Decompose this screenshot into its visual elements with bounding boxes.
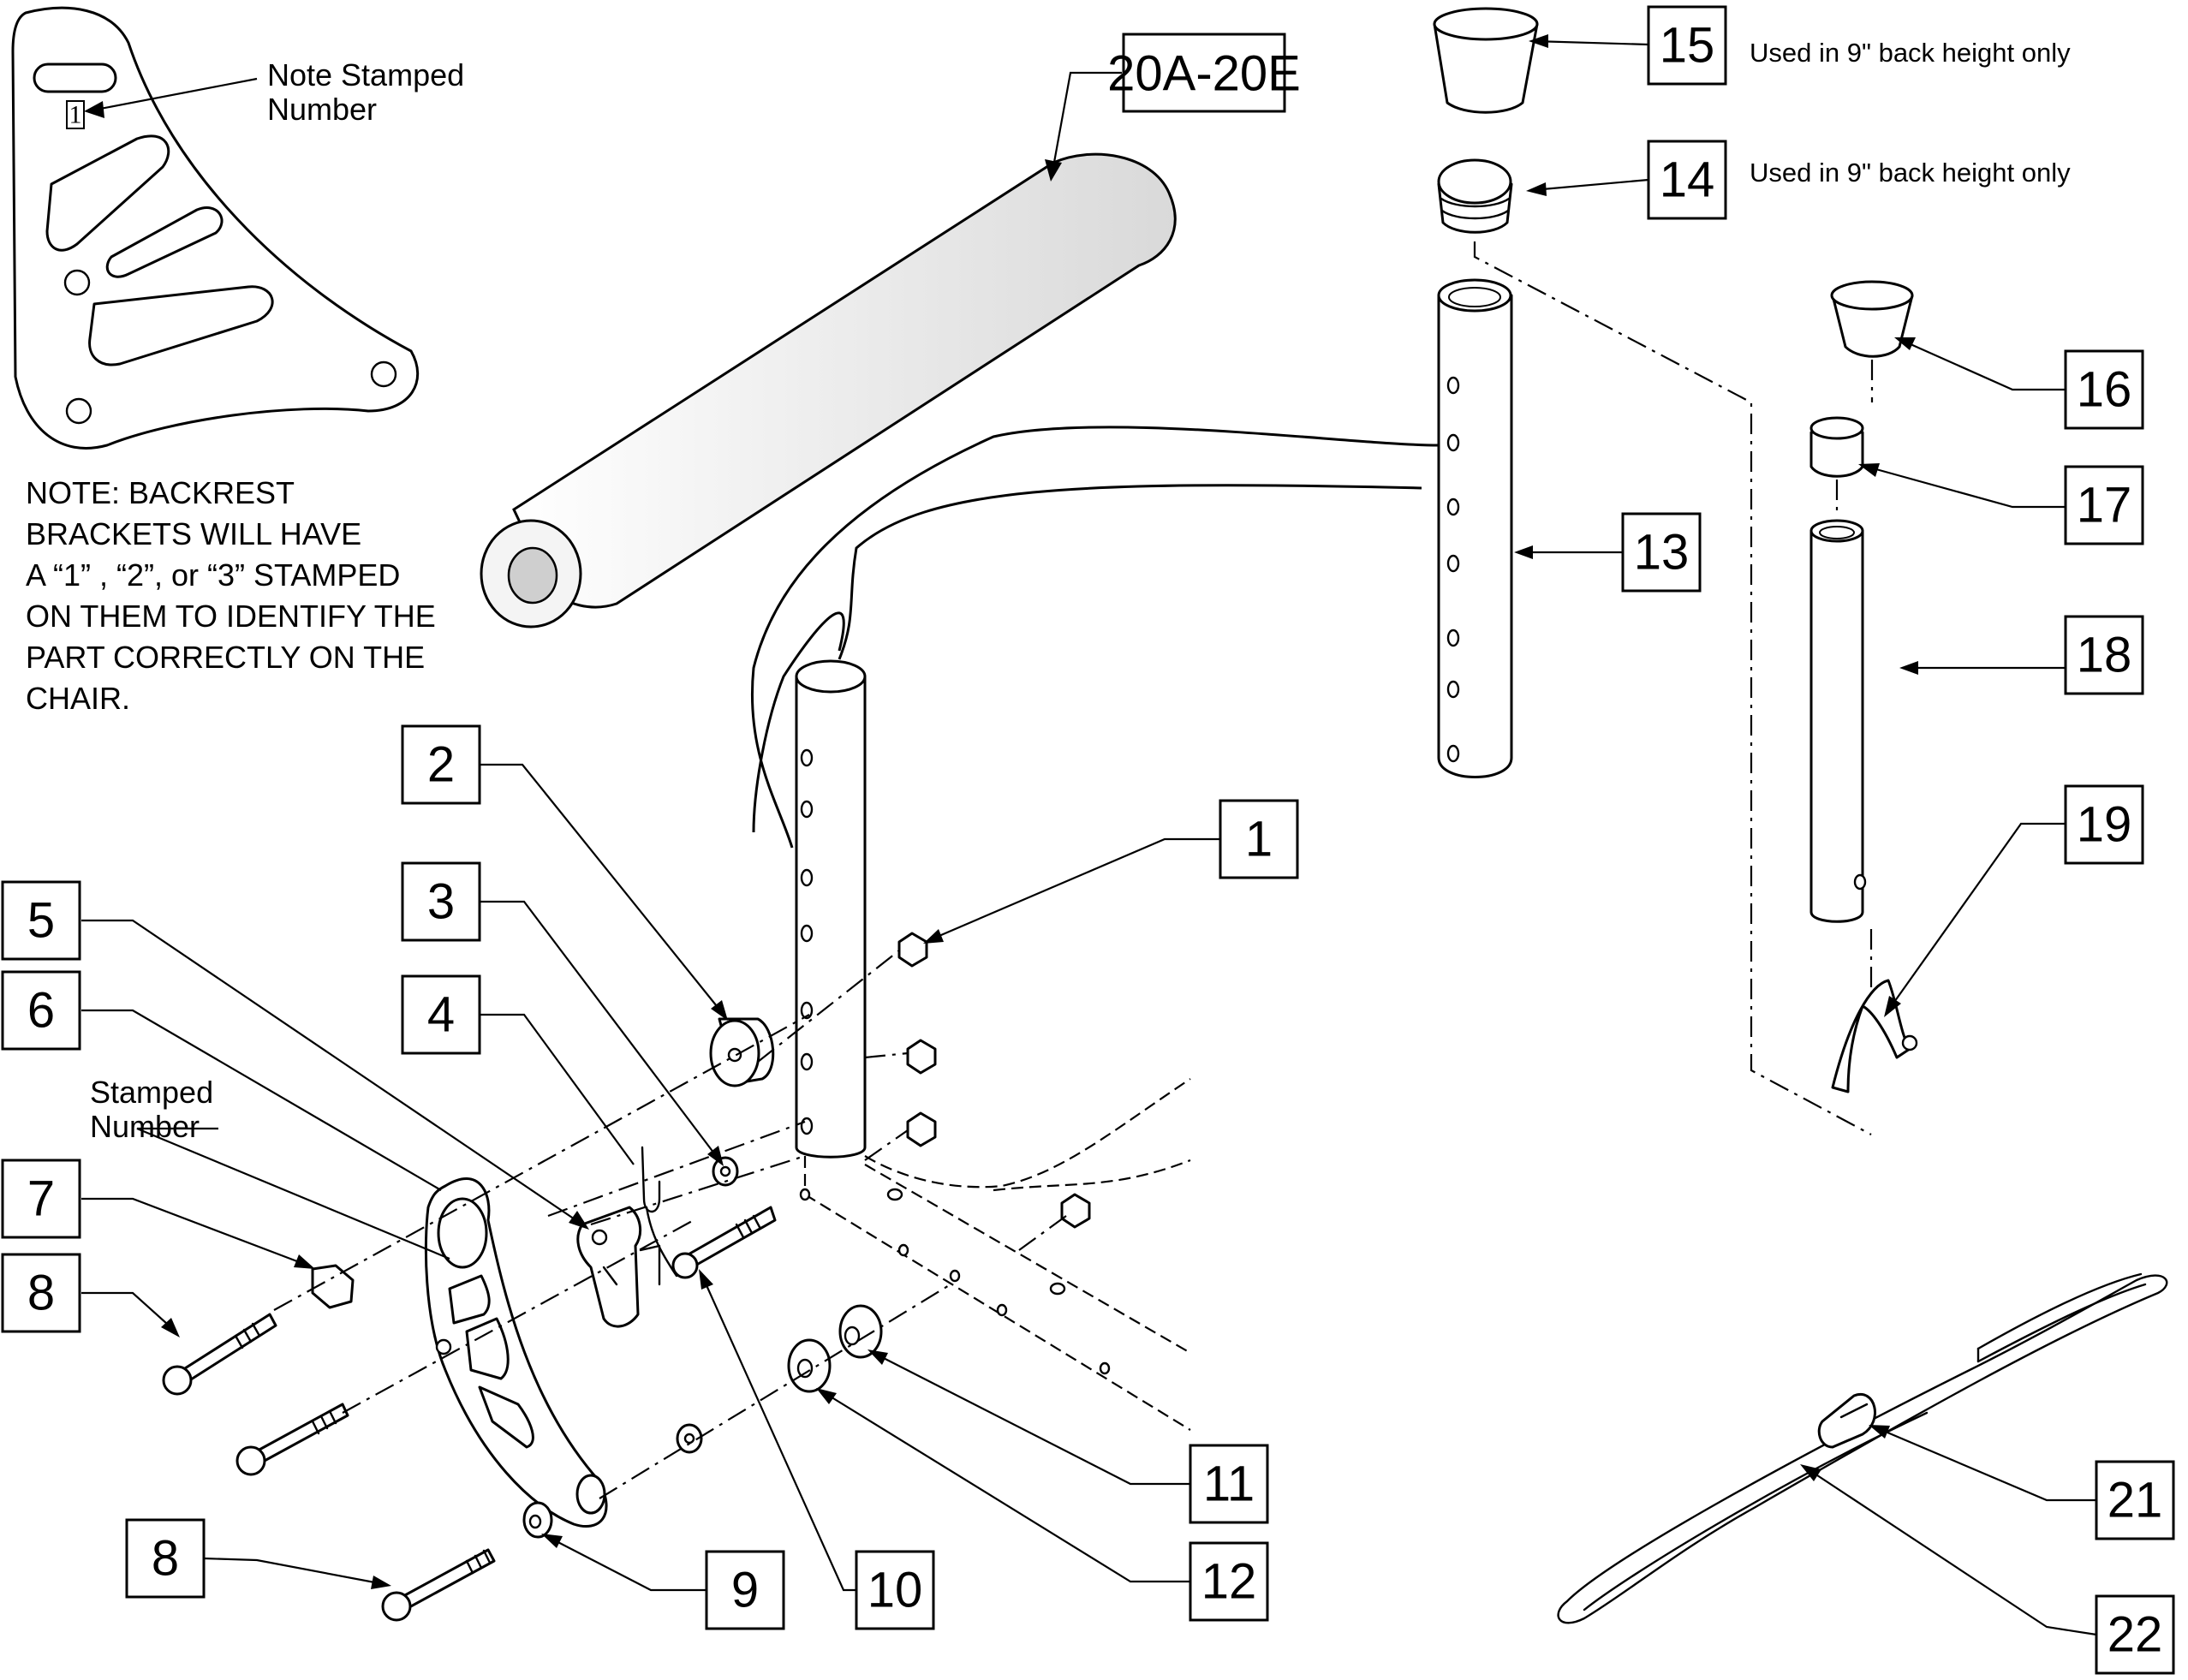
callout-8-lower: 8 — [125, 1518, 206, 1599]
nut-7 — [311, 1264, 355, 1309]
callout-16: 16 — [2064, 349, 2144, 430]
washer-9 — [522, 1501, 553, 1539]
callout-22-label: 22 — [2108, 1607, 2163, 1663]
callout-20-label: 20A-20E — [1107, 46, 1301, 102]
callout-13: 13 — [1621, 512, 1702, 593]
stamped-label-line1: Stamped — [90, 1075, 213, 1110]
callout-5: 5 — [1, 880, 81, 961]
callout-12-label: 12 — [1201, 1554, 1257, 1610]
alignment-lines — [273, 950, 1111, 1499]
strap-22 — [1557, 1272, 2168, 1624]
clip-19 — [1831, 979, 1918, 1093]
callout-1-label: 1 — [1245, 812, 1273, 867]
callout-9: 9 — [705, 1550, 785, 1630]
usage-note-15: Used in 9" back height only — [1750, 38, 2071, 68]
callout-15: 15 — [1647, 5, 1727, 86]
backrest-note-line: NOTE: BACKREST — [26, 475, 295, 510]
bolt-8-lower — [381, 1548, 496, 1622]
callout-8-lower-label: 8 — [152, 1531, 179, 1587]
callout-3-label: 3 — [427, 874, 455, 930]
callout-22: 22 — [2095, 1594, 2175, 1675]
usage-note-14: Used in 9" back height only — [1750, 158, 2071, 188]
callout-11-label: 11 — [1203, 1457, 1255, 1512]
foam-grip — [480, 71, 1177, 629]
backrest-note-line: A “1” , “2”, or “3” STAMPED — [26, 557, 400, 593]
callout-5-label: 5 — [27, 893, 55, 949]
spring-4 — [641, 1146, 678, 1278]
tube-holes — [800, 748, 814, 1135]
latch-plate — [576, 1206, 661, 1328]
stamped-note-line1: Note Stamped — [267, 57, 464, 92]
callout-14-label: 14 — [1660, 152, 1715, 208]
back-frame-tube — [750, 426, 1440, 1159]
callout-17: 17 — [2064, 465, 2144, 545]
callout-6: 6 — [1, 970, 81, 1051]
callout-8-upper: 8 — [1, 1253, 81, 1333]
backrest-note-line: CHAIR. — [26, 681, 130, 716]
callout-21-label: 21 — [2108, 1473, 2163, 1528]
callout-3: 3 — [401, 861, 481, 942]
bushing-3 — [712, 1156, 739, 1187]
callout-4: 4 — [401, 974, 481, 1055]
bolt-lower-middle — [235, 1403, 349, 1476]
callout-20: 20A-20E — [1107, 33, 1301, 113]
callout-9-label: 9 — [731, 1563, 759, 1618]
callout-2: 2 — [401, 724, 481, 805]
callout-10-label: 10 — [867, 1563, 923, 1618]
side-bracket — [424, 1177, 608, 1528]
callout-21: 21 — [2095, 1460, 2175, 1540]
callout-2-label: 2 — [427, 737, 455, 793]
callout-19: 19 — [2064, 784, 2144, 865]
washer-12 — [787, 1338, 832, 1393]
callout-6-label: 6 — [27, 983, 55, 1039]
callout-13-label: 13 — [1634, 525, 1690, 581]
callout-19-label: 19 — [2077, 797, 2132, 853]
stamped-label-line2: Number — [90, 1109, 200, 1144]
callout-4-label: 4 — [427, 987, 455, 1043]
bolt-8-upper — [162, 1313, 277, 1396]
cap-15 — [1433, 7, 1539, 114]
bushing-2 — [709, 1017, 775, 1087]
backrest-note-line: ON THEM TO IDENTIFY THE — [26, 599, 436, 634]
plug-14 — [1437, 158, 1513, 234]
callout-8-upper-label: 8 — [27, 1266, 55, 1321]
spacer-small — [676, 1423, 703, 1454]
stamped-note-line2: Number — [267, 92, 377, 127]
stamp-digit: 1 — [69, 101, 82, 129]
cap-16 — [1830, 280, 1914, 358]
nuts-1 — [897, 932, 1091, 1229]
callout-7-label: 7 — [27, 1171, 55, 1227]
buckle-21 — [1817, 1392, 1876, 1449]
inset-backrest-bracket: 1 — [11, 6, 420, 450]
callout-12: 12 — [1189, 1541, 1269, 1622]
callout-11: 11 — [1189, 1444, 1269, 1524]
washer-11 — [838, 1304, 883, 1359]
callout-14: 14 — [1647, 140, 1727, 220]
backrest-note-line: BRACKETS WILL HAVE — [26, 516, 361, 551]
callout-10: 10 — [855, 1550, 935, 1630]
backrest-note-line: PART CORRECTLY ON THE — [26, 640, 425, 675]
pin-18 — [1809, 519, 1867, 923]
backrest-note: NOTE: BACKREST BRACKETS WILL HAVE A “1” … — [26, 475, 436, 716]
callout-1: 1 — [1219, 799, 1299, 879]
callout-18: 18 — [2064, 615, 2144, 695]
callout-7: 7 — [1, 1159, 81, 1239]
leader-lines — [81, 34, 2097, 1636]
callout-16-label: 16 — [2077, 362, 2132, 418]
upper-tube — [1437, 278, 1513, 778]
callout-15-label: 15 — [1660, 18, 1715, 74]
bushing-17 — [1809, 416, 1864, 478]
callout-17-label: 17 — [2077, 478, 2132, 533]
callout-18-label: 18 — [2077, 628, 2132, 683]
bolt-10 — [671, 1206, 777, 1279]
